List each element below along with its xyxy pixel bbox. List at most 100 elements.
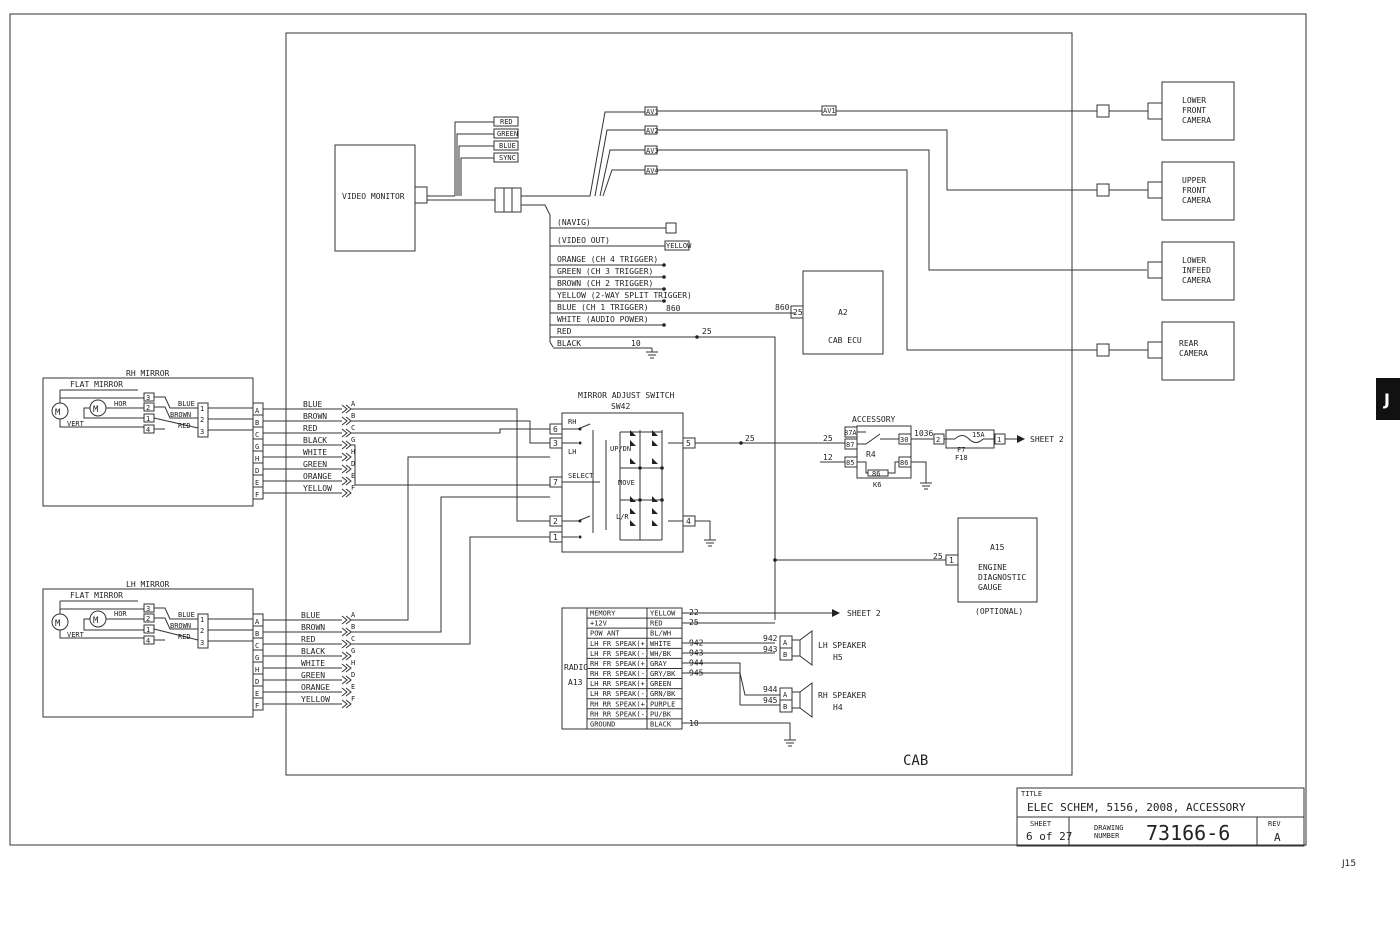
fuse-pin-1: 1	[997, 436, 1001, 444]
rh-pin-a-0: 3	[146, 394, 150, 402]
gauge-id: A15	[990, 543, 1005, 552]
monitor-signal-2: BLUE	[499, 142, 516, 150]
radio-row-wire: GRY/BK	[650, 670, 676, 678]
rh-mirror-title: RH MIRROR	[126, 369, 170, 378]
monitor-signal-1: GREEN	[497, 130, 518, 138]
radio-row-wire: YELLOW	[650, 610, 676, 618]
switch-pin-l-3: 2	[553, 517, 558, 526]
cab-ecu-label: CAB ECU	[828, 336, 862, 345]
rh-mate-0: A	[351, 400, 356, 408]
rh-conn-pin-6: E	[255, 479, 259, 487]
channel-1: AV2	[646, 127, 659, 135]
harness-wire-9: BLACK	[557, 339, 581, 348]
lh-pin-a-1: 2	[146, 615, 150, 623]
radio-sheet-ref: SHEET 2	[847, 609, 881, 618]
lh-speaker-label: LH SPEAKER	[818, 641, 866, 650]
switch-pin-r-0: 5	[686, 439, 691, 448]
title-label: TITLE	[1021, 790, 1042, 798]
page-tab	[1376, 378, 1400, 420]
gauge-l1: ENGINE	[978, 563, 1007, 572]
camera-3-l2: CAMERA	[1179, 349, 1208, 358]
rh-conn-pin-2: C	[255, 431, 259, 439]
lh-mate-0: A	[351, 611, 356, 619]
lh-mate-5: D	[351, 671, 355, 679]
svg-text:M: M	[55, 408, 61, 418]
cameras: LOWER FRONT CAMERA UPPER FRONT CAMERA LO…	[1096, 81, 1235, 381]
lh-speaker: A B 942 943 LH SPEAKER H5	[763, 630, 866, 666]
rh-conn-wire-3: BLACK	[303, 436, 327, 445]
rh-conn-wire-5: GREEN	[303, 460, 327, 469]
relay-term-1: 87	[846, 441, 854, 449]
lh-conn-pin-7: F	[255, 702, 259, 710]
lh-speaker-pin-1: B	[783, 651, 787, 659]
switch-move: MOVE	[618, 479, 635, 487]
rh-mate-7: F	[351, 484, 355, 492]
fuse-id: F7	[957, 446, 965, 454]
rh-conn-wire-4: WHITE	[303, 448, 327, 457]
switch-pin-l-1: 3	[553, 439, 558, 448]
rh-wire-2: RED	[178, 422, 191, 430]
harness-wire-7: WHITE (AUDIO POWER)	[557, 315, 649, 324]
harness-wire-1: (VIDEO OUT)	[557, 236, 610, 245]
rh-conn-pin-3: G	[255, 443, 259, 451]
rh-wire-1: BROWN	[170, 411, 191, 419]
rh-pin-b-0: 1	[200, 405, 204, 413]
lh-conn-pin-4: H	[255, 666, 259, 674]
lh-conn-pin-5: D	[255, 678, 259, 686]
radio-row-wire: GRN/BK	[650, 690, 676, 698]
relay-circuit-out: 1036	[914, 429, 933, 438]
radio-row-func: RH FR SPEAK(+)	[590, 660, 649, 668]
lh-speaker-circuit-1: 943	[763, 645, 778, 654]
harness-wire-6: BLUE (CH 1 TRIGGER)	[557, 303, 649, 312]
channel-0: AV1	[646, 108, 659, 116]
switch-pin-l-0: 6	[553, 425, 558, 434]
rh-pin-b-1: 2	[200, 416, 204, 424]
gauge-circuit: 25	[933, 552, 943, 561]
lh-pin-b-0: 1	[200, 616, 204, 624]
rh-mirror-hor: HOR	[114, 400, 127, 408]
harness-wire-4: BROWN (CH 2 TRIGGER)	[557, 279, 653, 288]
monitor-signal-3: SYNC	[499, 154, 516, 162]
switch-select: SELECT	[568, 472, 594, 480]
drawing-label-1: DRAWING	[1094, 824, 1124, 832]
rh-conn-pin-4: H	[255, 455, 259, 463]
relay-circuit-in: 25	[823, 434, 833, 443]
rh-wire-0: BLUE	[178, 400, 195, 408]
relay-term-4: 86	[900, 459, 908, 467]
harness-wire-2: ORANGE (CH 4 TRIGGER)	[557, 255, 658, 264]
diagnostic-gauge: 1 25 A15 ENGINE DIAGNOSTIC GAUGE (OPTION…	[933, 517, 1038, 616]
switch-pin-l-2: 7	[553, 478, 558, 487]
relay-circuit-coil: 12	[823, 453, 833, 462]
lh-conn-pin-2: C	[255, 642, 259, 650]
svg-text:M: M	[93, 616, 99, 626]
harness-blue-circuit: 860	[666, 304, 681, 313]
drawing-number: 73166-6	[1146, 821, 1230, 845]
lh-mate-7: F	[351, 695, 355, 703]
rh-mirror: RH MIRROR FLAT MIRROR M M HOR VERT 3 2 1…	[42, 369, 254, 507]
rh-speaker-circuit-1: 945	[763, 696, 778, 705]
lh-pin-a-2: 1	[146, 626, 150, 634]
rh-connector: A B C G H D E F BLUE BROWN RED BLACK WHI…	[252, 400, 550, 522]
lh-conn-pin-1: B	[255, 630, 259, 638]
fuse-rating: 15A	[972, 431, 985, 439]
radio-row-func: LH RR SPEAK(+)	[590, 680, 649, 688]
cab-ecu-id: A2	[838, 308, 848, 317]
relay-ref: K6	[873, 481, 881, 489]
rh-conn-pin-1: B	[255, 419, 259, 427]
rh-speaker-circuit-0: 944	[763, 685, 778, 694]
lh-speaker-pin-0: A	[783, 639, 788, 647]
lh-conn-wire-1: BROWN	[301, 623, 325, 632]
relay-id: R4	[866, 450, 876, 459]
harness-wire-5: YELLOW (2-WAY SPLIT TRIGGER)	[557, 291, 692, 300]
rh-conn-wire-7: YELLOW	[303, 484, 332, 493]
relay-sheet-ref: SHEET 2	[1030, 435, 1064, 444]
camera-1-l3: CAMERA	[1182, 196, 1211, 205]
rh-mirror-sub: FLAT MIRROR	[70, 380, 123, 389]
rh-conn-pin-0: A	[255, 407, 260, 415]
rh-pin-a-1: 2	[146, 404, 150, 412]
svg-text:M: M	[55, 619, 61, 629]
lh-wire-0: BLUE	[178, 611, 195, 619]
lh-mirror-hor: HOR	[114, 610, 127, 618]
harness-red-circuit: 25	[702, 327, 712, 336]
lh-pin-b-2: 3	[200, 639, 204, 647]
